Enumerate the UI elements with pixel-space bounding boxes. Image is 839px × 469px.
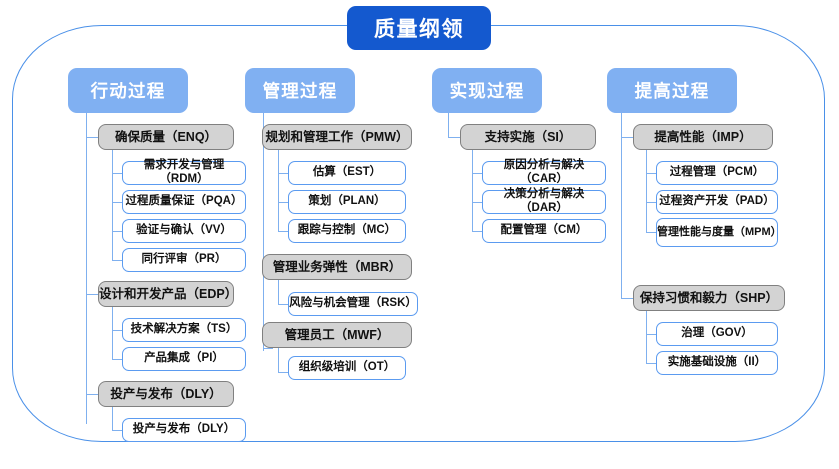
subtrunk-imp [646,150,647,233]
connector-car [472,173,482,174]
column-header-action[interactable]: 行动过程 [68,68,188,113]
trunk-col1 [86,113,87,424]
connector-pad [646,202,656,203]
leaf-box-pcm[interactable]: 过程管理（PCM） [656,161,778,185]
connector-vv [112,231,122,232]
connector-col4-g1 [621,137,633,138]
leaf-box-ii[interactable]: 实施基础设施（II） [656,351,778,375]
connector-ot [278,372,288,373]
trunk-col4 [621,113,622,299]
connector-col1-g3 [86,394,98,395]
leaf-box-mc[interactable]: 跟踪与控制（MC） [288,219,406,243]
connector-mpm [646,232,656,233]
leaf-box-car[interactable]: 原因分析与解决（CAR） [482,159,606,185]
connector-gov [646,334,656,335]
column-header-manage[interactable]: 管理过程 [245,68,355,113]
connector-col2-g3 [263,348,273,349]
connector-pr [112,260,122,261]
leaf-box-ot[interactable]: 组织级培训（OT） [288,356,406,380]
leaf-box-dly-child[interactable]: 投产与发布（DLY） [122,418,246,442]
parent-box-dly[interactable]: 投产与发布（DLY） [98,381,234,407]
connector-rsk [278,304,288,305]
connector-col1-g2 [86,294,98,295]
connector-ii [646,363,656,364]
parent-box-mwf[interactable]: 管理员工（MWF） [262,322,412,348]
connector-pi [112,359,122,360]
connector-pcm [646,173,656,174]
leaf-box-pi[interactable]: 产品集成（PI） [122,347,246,371]
leaf-box-ts[interactable]: 技术解决方案（TS） [122,318,246,342]
subtrunk-dly [112,407,113,430]
parent-box-imp[interactable]: 提高性能（IMP） [633,124,773,150]
subtrunk-si [472,150,473,232]
parent-box-shp[interactable]: 保持习惯和毅力（SHP） [633,285,785,311]
trunk-col2 [263,113,264,351]
parent-box-mbr[interactable]: 管理业务弹性（MBR） [262,254,412,280]
subtrunk-edp [112,307,113,360]
parent-box-edp[interactable]: 设计和开发产品（EDP） [98,281,237,307]
leaf-box-plan[interactable]: 策划（PLAN） [288,190,406,214]
connector-dar [472,202,482,203]
connector-pqa [112,202,122,203]
column-header-implement[interactable]: 实现过程 [432,68,542,113]
leaf-box-pr[interactable]: 同行评审（PR） [122,248,246,272]
leaf-box-pqa[interactable]: 过程质量保证（PQA） [122,190,246,214]
leaf-box-rdm[interactable]: 需求开发与管理（RDM） [122,159,246,185]
leaf-box-est[interactable]: 估算（EST） [288,161,406,185]
connector-dly-child [112,430,122,431]
parent-box-si[interactable]: 支持实施（SI） [460,124,596,150]
connector-ts [112,330,122,331]
trunk-col3 [448,113,449,138]
subtrunk-enq [112,150,113,261]
connector-est [278,173,288,174]
leaf-box-gov[interactable]: 治理（GOV） [656,322,778,346]
connector-rdm [112,173,122,174]
parent-box-pmw[interactable]: 规划和管理工作（PMW） [262,124,412,150]
leaf-box-vv[interactable]: 验证与确认（VV） [122,219,246,243]
column-header-improve[interactable]: 提高过程 [607,68,737,113]
leaf-box-pad[interactable]: 过程资产开发（PAD） [656,190,778,214]
root-title-node[interactable]: 质量纲领 [347,6,491,50]
connector-col4-g2 [621,298,633,299]
subtrunk-mbr [278,280,279,304]
subtrunk-pmw [278,150,279,232]
connector-mc [278,231,288,232]
connector-col1-g1 [86,137,98,138]
connector-plan [278,202,288,203]
parent-box-enq[interactable]: 确保质量（ENQ） [98,124,234,150]
leaf-box-cm[interactable]: 配置管理（CM） [482,219,606,243]
subtrunk-shp [646,311,647,363]
connector-cm [472,231,482,232]
subtrunk-mwf [278,348,279,372]
leaf-box-dar[interactable]: 决策分析与解决（DAR） [482,188,606,214]
connector-col3-g1 [448,137,460,138]
leaf-box-mpm[interactable]: 管理性能与度量（MPM） [656,218,782,247]
leaf-box-rsk[interactable]: 风险与机会管理（RSK） [288,292,418,316]
